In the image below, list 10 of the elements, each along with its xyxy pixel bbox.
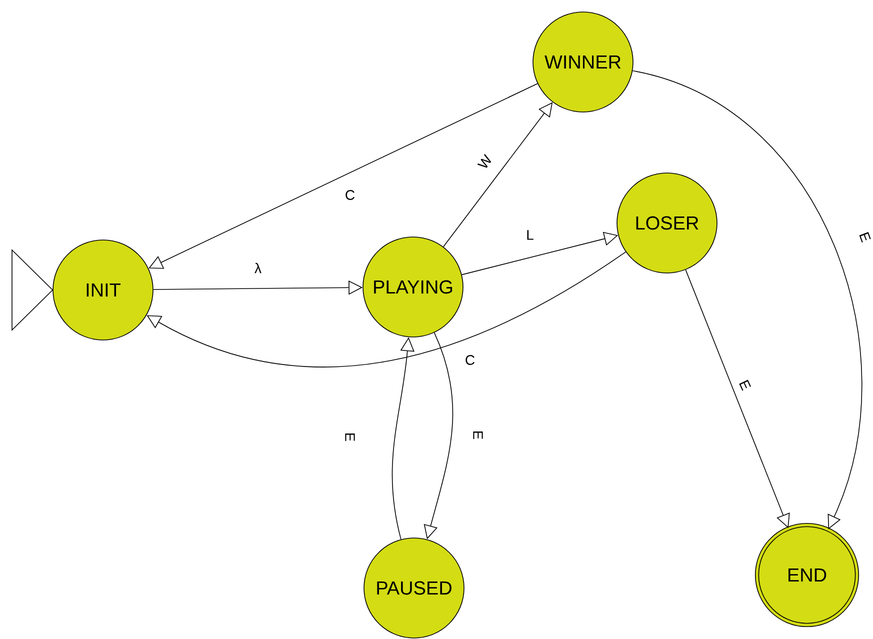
edge-label: L	[525, 229, 535, 241]
edge-label: E	[472, 429, 484, 441]
edge-label: E	[344, 431, 356, 443]
arrow	[148, 83, 538, 269]
edge-label: E	[737, 377, 753, 393]
edge-label: λ	[254, 262, 262, 274]
edge-label: C	[344, 189, 356, 201]
edge-label: W	[476, 152, 494, 172]
edge-label: E	[858, 230, 872, 244]
edge-label: C	[464, 354, 476, 366]
